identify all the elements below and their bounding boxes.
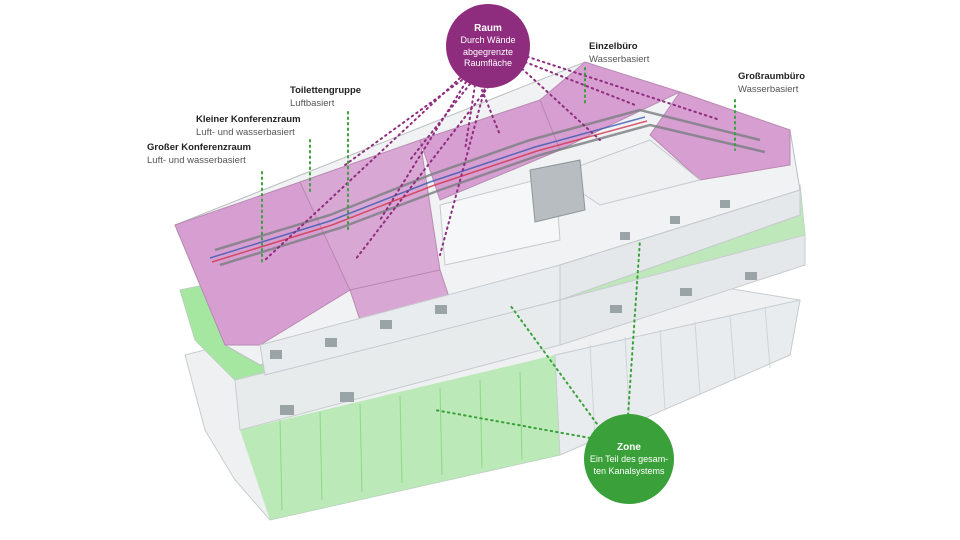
label-subtitle: Wasserbasiert (589, 54, 650, 65)
label-title: Einzelbüro (589, 41, 638, 52)
label-grosser-konferenzraum: Großer Konferenzraum Luft- und wasserbas… (147, 141, 251, 167)
raum-title: Raum (474, 23, 502, 35)
label-einzelbuero: Einzelbüro Wasserbasiert (589, 40, 649, 66)
label-subtitle: Wasserbasiert (738, 84, 799, 95)
label-subtitle: Luft- und wasserbasiert (147, 155, 246, 166)
raum-bubble: Raum Durch Wände abgegrenzte Raumfläche (446, 4, 530, 88)
zone-line-2: ten Kanalsystems (593, 465, 665, 476)
label-title: Kleiner Konferenzraum (196, 114, 301, 125)
zone-bubble: Zone Ein Teil des gesam- ten Kanalsystem… (584, 414, 674, 504)
label-title: Großraumbüro (738, 71, 806, 82)
label-toilettengruppe: Toilettengruppe Luftbasiert (290, 84, 361, 110)
zone-line-1: Ein Teil des gesam- (589, 454, 669, 464)
raum-line-3: Raumfläche (463, 58, 513, 69)
label-kleiner-konferenzraum: Kleiner Konferenzraum Luft- und wasserba… (196, 113, 301, 139)
raum-connector-lines (264, 54, 721, 261)
zone-connector-lines (261, 67, 736, 439)
label-title: Toilettengruppe (290, 85, 362, 96)
raum-line-2: abgegrenzte (462, 46, 514, 57)
upper-floor (174, 61, 801, 376)
label-grossraumbuero: Großraumbüro Wasserbasiert (738, 70, 805, 96)
label-subtitle: Luftbasiert (290, 98, 335, 109)
label-subtitle: Luft- und wasserbasiert (196, 127, 295, 138)
label-title: Großer Konferenzraum (147, 142, 251, 153)
zone-title: Zone (617, 442, 641, 453)
raum-line-1: Durch Wände (460, 35, 516, 46)
